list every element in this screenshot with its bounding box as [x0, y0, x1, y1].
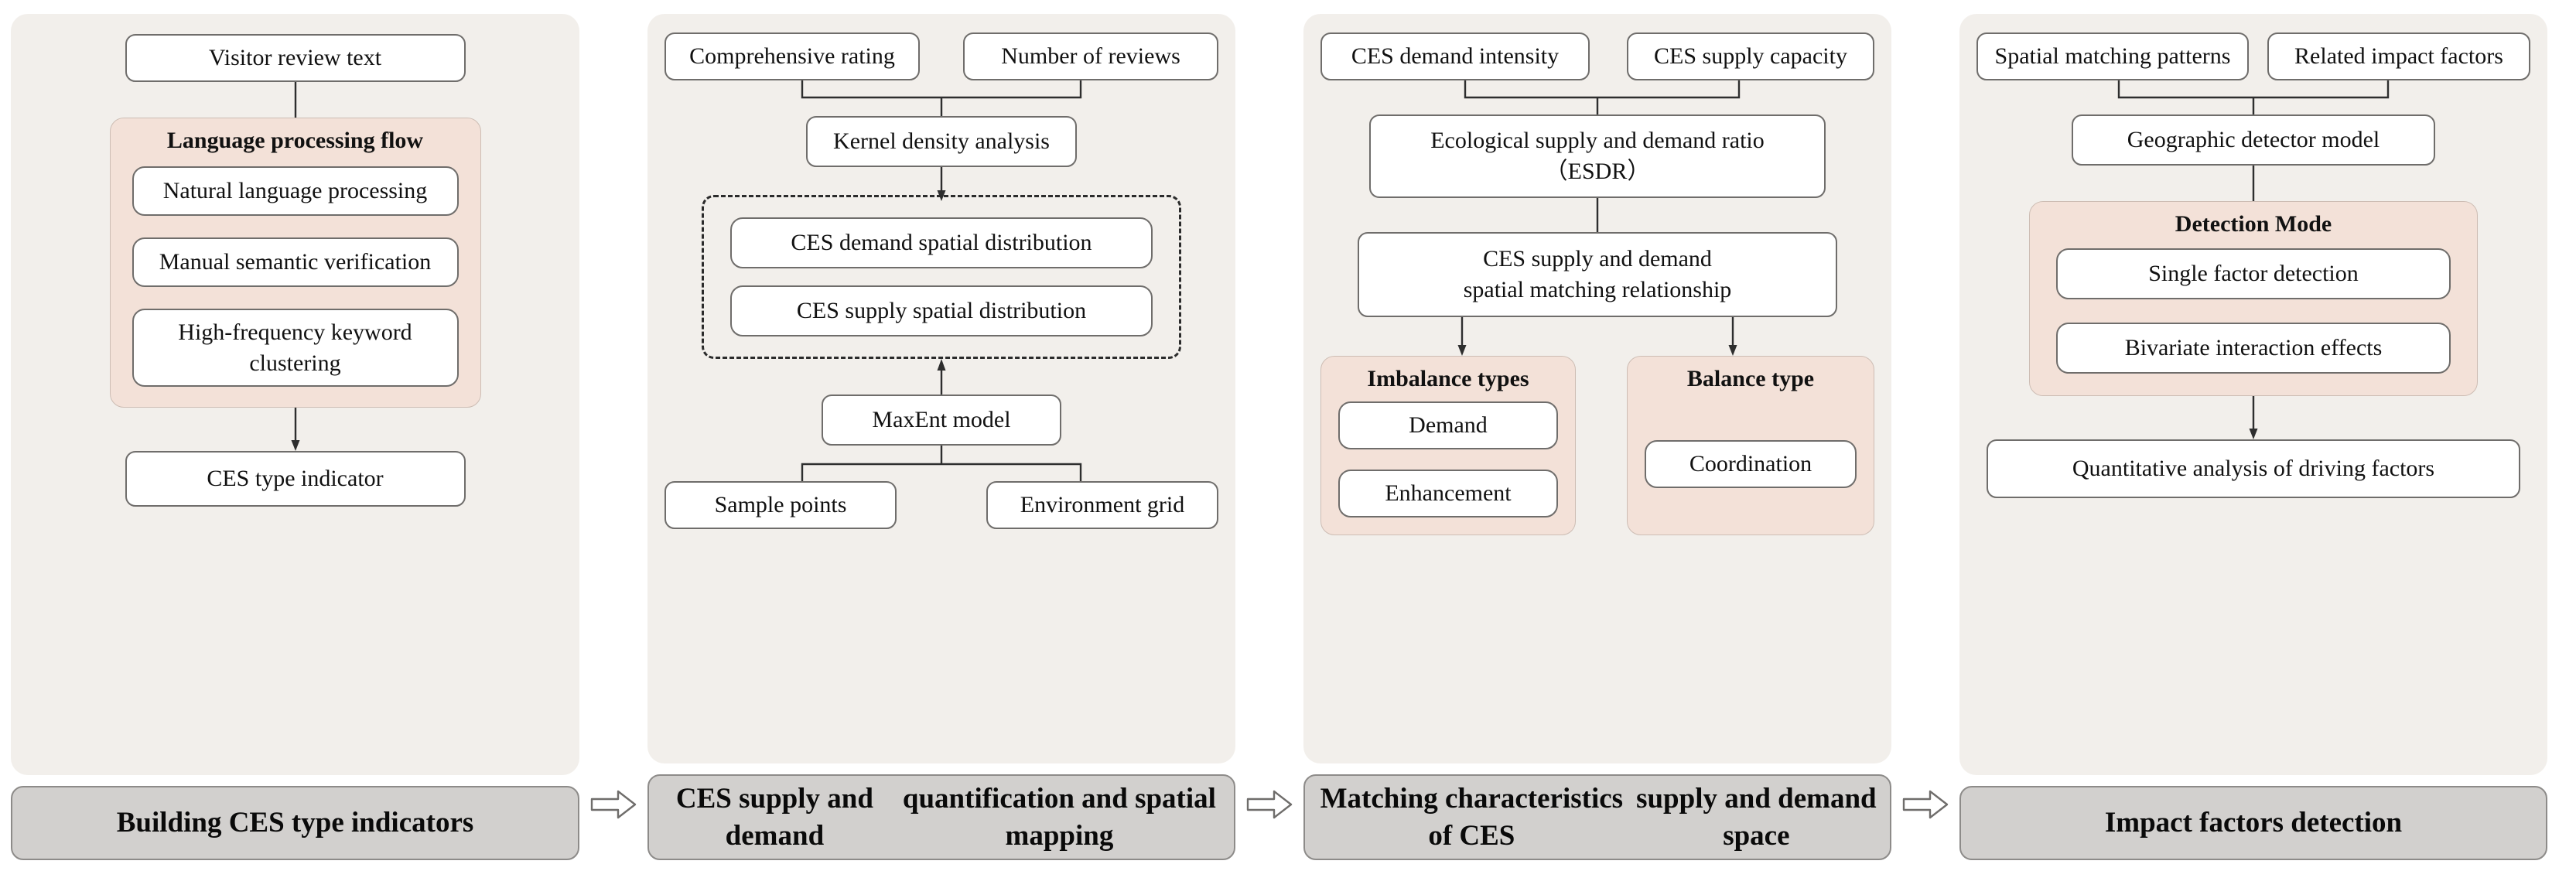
- panel-2-input-row: Comprehensive rating Number of reviews: [664, 32, 1218, 80]
- stage-banner-3-line-1: Matching characteristics of CES: [1320, 783, 1624, 852]
- stage-banner-4[interactable]: Impact factors detection: [1959, 786, 2547, 860]
- node-manual-semantic-verification[interactable]: Manual semantic verification: [132, 237, 459, 287]
- connector-inputs-merge-panel4: [2117, 80, 2390, 114]
- node-demand[interactable]: Demand: [1338, 401, 1558, 449]
- node-related-impact-factors[interactable]: Related impact factors: [2267, 32, 2530, 80]
- node-bivariate-interaction-effects[interactable]: Bivariate interaction effects: [2056, 323, 2451, 374]
- node-ecological-supply-demand-ratio[interactable]: Ecological supply and demand ratio （ESDR…: [1369, 114, 1826, 198]
- node-ces-spatial-matching-relationship[interactable]: CES supply and demand spatial matching r…: [1358, 232, 1837, 317]
- right-block-arrow-icon: [1246, 789, 1293, 820]
- node-geographic-detector-model[interactable]: Geographic detector model: [2072, 114, 2435, 166]
- node-spatial-matching-patterns[interactable]: Spatial matching patterns: [1976, 32, 2249, 80]
- matching-line-2: spatial matching relationship: [1463, 277, 1732, 302]
- group-language-processing-flow: Language processing flow Natural languag…: [109, 118, 481, 408]
- stage-arrow-3-4: [1891, 14, 1959, 860]
- stage-column-4: Spatial matching patterns Related impact…: [1959, 14, 2547, 860]
- stage-arrow-2-3: [1235, 14, 1303, 860]
- node-visitor-review-text[interactable]: Visitor review text: [125, 34, 466, 82]
- matching-line-1: CES supply and demand: [1483, 246, 1712, 272]
- node-ces-demand-spatial-distribution[interactable]: CES demand spatial distribution: [730, 217, 1153, 268]
- node-ces-supply-capacity[interactable]: CES supply capacity: [1627, 32, 1874, 80]
- panel-matching-characteristics: CES demand intensity CES supply capacity…: [1303, 14, 1891, 764]
- connector-detection-to-quantitative: [2249, 396, 2258, 439]
- group-balance-type: Balance type Coordination: [1627, 356, 1874, 535]
- node-sample-points[interactable]: Sample points: [664, 481, 897, 529]
- connector-maxent-split: [801, 446, 1082, 481]
- node-enhancement[interactable]: Enhancement: [1338, 470, 1558, 517]
- panel-ces-quantification-spatial-mapping: Comprehensive rating Number of reviews K…: [647, 14, 1235, 764]
- node-environment-grid[interactable]: Environment grid: [986, 481, 1218, 529]
- right-block-arrow-icon: [1902, 789, 1949, 820]
- panel-building-ces-type-indicators: Visitor review text Language processing …: [11, 14, 579, 775]
- group-detection-mode: Detection Mode Single factor detection B…: [2029, 201, 2478, 396]
- panel-3-type-groups: Imbalance types Demand Enhancement Balan…: [1320, 356, 1874, 535]
- node-kernel-density-analysis[interactable]: Kernel density analysis: [806, 116, 1077, 167]
- group-title-imbalance-types: Imbalance types: [1367, 366, 1529, 391]
- panel-2-model-input-row: Sample points Environment grid: [664, 481, 1218, 529]
- connector-maxent-to-dashed: [937, 359, 946, 395]
- group-imbalance-types: Imbalance types Demand Enhancement: [1320, 356, 1576, 535]
- node-high-frequency-keyword-clustering[interactable]: High-frequency keyword clustering: [132, 309, 459, 388]
- stage-banner-3-line-2: supply and demand space: [1636, 783, 1877, 852]
- stage-banner-2-line-1: CES supply and demand: [675, 783, 873, 852]
- group-ces-spatial-distributions: CES demand spatial distribution CES supp…: [702, 195, 1181, 359]
- stage-banner-2[interactable]: CES supply and demand quantification and…: [647, 774, 1235, 860]
- stage-column-3: CES demand intensity CES supply capacity…: [1303, 14, 1891, 860]
- connector-esdr-to-matching: [1596, 198, 1599, 232]
- node-quantitative-analysis-driving-factors[interactable]: Quantitative analysis of driving factors: [1987, 439, 2520, 498]
- connector-model-to-detection-mode: [2252, 166, 2255, 201]
- panel-impact-factors-detection: Spatial matching patterns Related impact…: [1959, 14, 2547, 775]
- stage-banner-2-line-2: quantification and spatial mapping: [902, 783, 1216, 852]
- stage-banner-1[interactable]: Building CES type indicators: [11, 786, 579, 860]
- group-title-balance-type: Balance type: [1686, 366, 1815, 391]
- connector-group-to-ces-type: [291, 408, 299, 452]
- panel-3-input-row: CES demand intensity CES supply capacity: [1320, 32, 1874, 80]
- node-natural-language-processing[interactable]: Natural language processing: [132, 166, 459, 216]
- node-ces-type-indicator[interactable]: CES type indicator: [125, 451, 466, 507]
- stage-column-2: Comprehensive rating Number of reviews K…: [647, 14, 1235, 860]
- group-title-language-processing-flow: Language processing flow: [166, 128, 424, 153]
- node-comprehensive-rating[interactable]: Comprehensive rating: [664, 32, 920, 80]
- connector-matching-split: [1457, 317, 1737, 356]
- node-coordination[interactable]: Coordination: [1645, 440, 1857, 488]
- node-number-of-reviews[interactable]: Number of reviews: [963, 32, 1218, 80]
- stage-arrow-1-2: [579, 14, 647, 860]
- connector-inputs-merge-panel3: [1464, 80, 1741, 114]
- group-title-detection-mode: Detection Mode: [2175, 211, 2332, 237]
- stage-column-1: Visitor review text Language processing …: [11, 14, 579, 860]
- node-maxent-model[interactable]: MaxEnt model: [822, 395, 1061, 446]
- panel-4-input-row: Spatial matching patterns Related impact…: [1976, 32, 2530, 80]
- node-ces-demand-intensity[interactable]: CES demand intensity: [1320, 32, 1590, 80]
- stage-banner-3[interactable]: Matching characteristics of CES supply a…: [1303, 774, 1891, 860]
- node-ces-supply-spatial-distribution[interactable]: CES supply spatial distribution: [730, 285, 1153, 336]
- esdr-line-1: Ecological supply and demand ratio: [1430, 128, 1765, 154]
- node-single-factor-detection[interactable]: Single factor detection: [2056, 248, 2451, 299]
- connector-top-to-group: [294, 82, 296, 118]
- esdr-line-2: （ESDR）: [1544, 159, 1651, 184]
- right-block-arrow-icon: [590, 789, 637, 820]
- connector-inputs-merge-panel2: [801, 80, 1082, 116]
